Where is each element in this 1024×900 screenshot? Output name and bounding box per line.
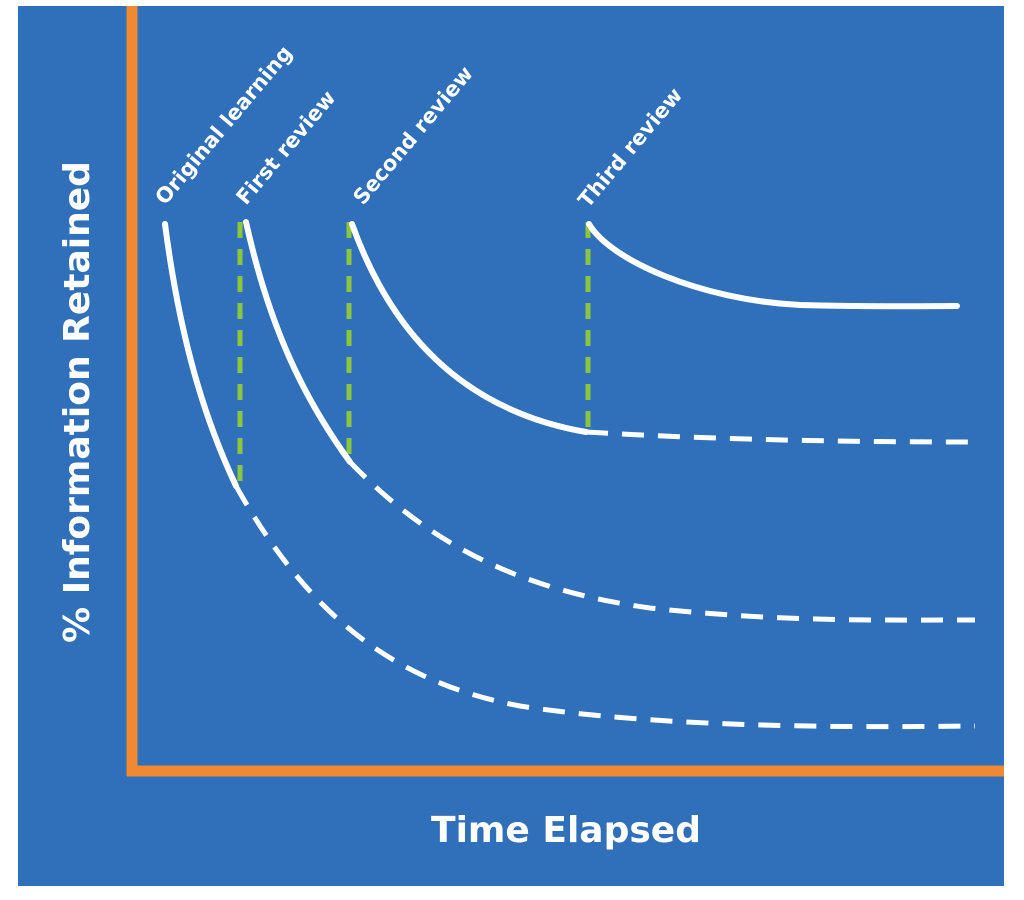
first-review-forgetting-curve	[348, 460, 976, 623]
second-review-curve	[349, 221, 589, 435]
stage-label-original-learning: Original learning	[150, 41, 297, 209]
stage-label-third-review: Third review	[573, 83, 687, 212]
diagram-background	[18, 6, 1004, 886]
y-axis-title: % Information Retained	[57, 161, 98, 643]
original-learning-curve	[162, 221, 239, 489]
x-axis-title: Time Elapsed	[431, 810, 701, 851]
first-review-curve	[243, 219, 353, 465]
original-learning-forgetting-curve	[233, 484, 976, 730]
third-review-curve	[586, 221, 960, 310]
second-review-forgetting-curve	[585, 429, 976, 445]
stage-label-second-review: Second review	[348, 62, 477, 210]
